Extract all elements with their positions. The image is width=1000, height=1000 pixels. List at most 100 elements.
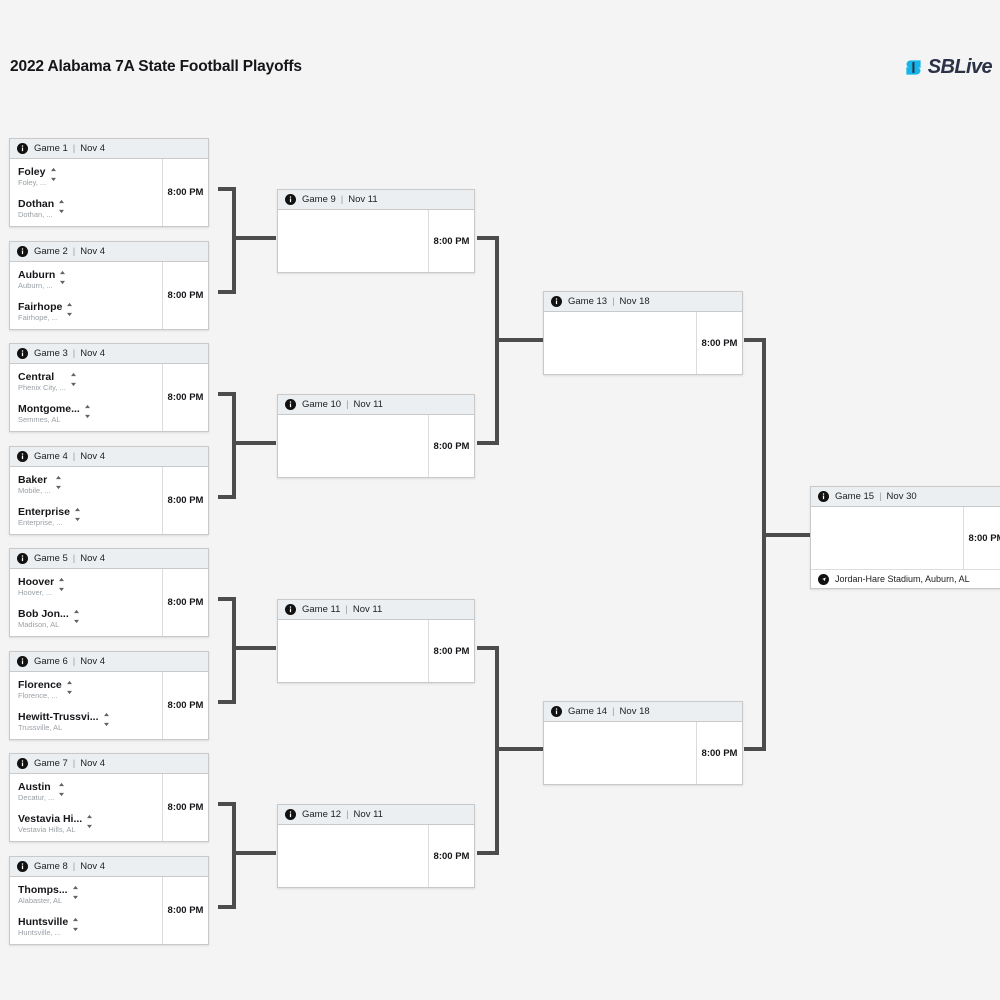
game-time-text: 8:00 PM bbox=[433, 850, 470, 862]
game-2-header: Game 2|Nov 4 bbox=[10, 242, 208, 262]
team-row[interactable]: Florence Florence, ... bbox=[18, 679, 156, 700]
team-row[interactable]: Auburn Auburn, ... bbox=[18, 269, 156, 290]
stepper-up-down-icon[interactable] bbox=[74, 507, 81, 522]
game-card-14[interactable]: Game 14|Nov 18 8:00 PM bbox=[543, 701, 743, 785]
header-separator: | bbox=[72, 348, 76, 359]
info-icon[interactable] bbox=[17, 758, 28, 769]
team-row[interactable]: Central Phenix City, ... bbox=[18, 371, 156, 392]
info-icon[interactable] bbox=[17, 246, 28, 257]
stepper-up-down-icon[interactable] bbox=[86, 814, 93, 829]
game-card-1[interactable]: Game 1|Nov 4 Foley Foley, ... Dothan Dot… bbox=[9, 138, 209, 227]
game-card-15[interactable]: Game 15|Nov 30 8:00 PM Jordan-Hare Stadi… bbox=[810, 486, 1000, 589]
stepper-up-down-icon[interactable] bbox=[72, 917, 79, 932]
game-11-teams bbox=[278, 620, 428, 682]
game-11-header: Game 11|Nov 11 bbox=[278, 600, 474, 620]
game-3-header: Game 3|Nov 4 bbox=[10, 344, 208, 364]
game-card-2[interactable]: Game 2|Nov 4 Auburn Auburn, ... Fairhope… bbox=[9, 241, 209, 330]
game-9-body: 8:00 PM bbox=[278, 210, 474, 272]
team-row[interactable]: Austin Decatur, ... bbox=[18, 781, 156, 802]
header-separator: | bbox=[340, 194, 344, 205]
connector-g1-h bbox=[218, 187, 236, 191]
info-icon[interactable] bbox=[17, 348, 28, 359]
game-card-4[interactable]: Game 4|Nov 4 Baker Mobile, ... Enterpris… bbox=[9, 446, 209, 535]
game-15-header: Game 15|Nov 30 bbox=[811, 487, 1000, 507]
game-card-7[interactable]: Game 7|Nov 4 Austin Decatur, ... Vestavi… bbox=[9, 753, 209, 842]
game-8-header: Game 8|Nov 4 bbox=[10, 857, 208, 877]
team-row[interactable]: Hoover Hoover, ... bbox=[18, 576, 156, 597]
info-icon[interactable] bbox=[17, 861, 28, 872]
game-15-venue: Jordan-Hare Stadium, Auburn, AL bbox=[811, 569, 1000, 588]
team-row[interactable]: Foley Foley, ... bbox=[18, 166, 156, 187]
team-row[interactable]: Hewitt-Trussvi... Trussville, AL bbox=[18, 711, 156, 732]
stepper-up-down-icon[interactable] bbox=[73, 609, 80, 624]
game-4-teams: Baker Mobile, ... Enterprise Enterprise,… bbox=[10, 467, 162, 534]
team-row[interactable]: Bob Jon... Madison, AL bbox=[18, 608, 156, 629]
game-time-text: 8:00 PM bbox=[167, 290, 204, 301]
game-12-date: Nov 11 bbox=[353, 809, 383, 820]
stepper-up-down-icon[interactable] bbox=[58, 199, 65, 214]
info-icon[interactable] bbox=[17, 143, 28, 154]
stepper-up-down-icon[interactable] bbox=[59, 270, 66, 285]
stepper-up-down-icon[interactable] bbox=[84, 404, 91, 419]
stepper-up-down-icon[interactable] bbox=[66, 302, 73, 317]
info-icon[interactable] bbox=[551, 706, 562, 717]
game-13-header: Game 13|Nov 18 bbox=[544, 292, 742, 312]
stepper-up-down-icon[interactable] bbox=[58, 782, 65, 797]
game-11-body: 8:00 PM bbox=[278, 620, 474, 682]
game-9-header: Game 9|Nov 11 bbox=[278, 190, 474, 210]
team-row[interactable]: Huntsville Huntsville, ... bbox=[18, 916, 156, 937]
game-5-teams: Hoover Hoover, ... Bob Jon... Madison, A… bbox=[10, 569, 162, 636]
team-row[interactable]: Dothan Dothan, ... bbox=[18, 198, 156, 219]
game-card-6[interactable]: Game 6|Nov 4 Florence Florence, ... Hewi… bbox=[9, 651, 209, 740]
game-time-text: 8:00 PM bbox=[968, 532, 1000, 544]
team-row[interactable]: Enterprise Enterprise, ... bbox=[18, 506, 156, 527]
team-row[interactable]: Thomps... Alabaster, AL bbox=[18, 884, 156, 905]
game-time-text: 8:00 PM bbox=[167, 187, 204, 198]
stepper-up-down-icon[interactable] bbox=[50, 167, 57, 182]
team-row[interactable]: Fairhope Fairhope, ... bbox=[18, 301, 156, 322]
connector-g4-h bbox=[218, 495, 236, 499]
header-separator: | bbox=[345, 604, 348, 615]
sblive-logo[interactable]: SBLive bbox=[904, 57, 993, 77]
info-icon[interactable] bbox=[285, 399, 296, 410]
team-location: Fairhope, ... bbox=[18, 313, 59, 322]
info-icon[interactable] bbox=[551, 296, 562, 307]
game-card-13[interactable]: Game 13|Nov 18 8:00 PM bbox=[543, 291, 743, 375]
game-6-teams: Florence Florence, ... Hewitt-Trussvi...… bbox=[10, 672, 162, 739]
game-10-teams bbox=[278, 415, 428, 477]
stepper-up-down-icon[interactable] bbox=[66, 680, 73, 695]
team-row[interactable]: Montgome... Semmes, AL bbox=[18, 403, 156, 424]
stepper-up-down-icon[interactable] bbox=[55, 475, 62, 490]
game-time-text: 8:00 PM bbox=[433, 235, 470, 247]
info-icon[interactable] bbox=[17, 451, 28, 462]
game-2-teams: Auburn Auburn, ... Fairhope Fairhope, ..… bbox=[10, 262, 162, 329]
info-icon[interactable] bbox=[285, 604, 296, 615]
connector-g13-out bbox=[495, 338, 543, 342]
connector-g5-h bbox=[218, 597, 236, 601]
stepper-up-down-icon[interactable] bbox=[70, 372, 77, 387]
team-row[interactable]: Vestavia Hi... Vestavia Hills, AL bbox=[18, 813, 156, 834]
stepper-up-down-icon[interactable] bbox=[58, 577, 65, 592]
game-card-9[interactable]: Game 9|Nov 11 8:00 PM bbox=[277, 189, 475, 273]
game-2-label: Game 2 bbox=[34, 246, 68, 257]
game-11-label: Game 11 bbox=[302, 604, 341, 615]
game-card-3[interactable]: Game 3|Nov 4 Central Phenix City, ... Mo… bbox=[9, 343, 209, 432]
game-card-12[interactable]: Game 12|Nov 11 8:00 PM bbox=[277, 804, 475, 888]
game-5-time: 8:00 PM bbox=[162, 569, 208, 636]
game-card-8[interactable]: Game 8|Nov 4 Thomps... Alabaster, AL Hun… bbox=[9, 856, 209, 945]
game-card-5[interactable]: Game 5|Nov 4 Hoover Hoover, ... Bob Jon.… bbox=[9, 548, 209, 637]
info-icon[interactable] bbox=[17, 553, 28, 564]
game-3-label: Game 3 bbox=[34, 348, 68, 359]
game-card-10[interactable]: Game 10|Nov 11 8:00 PM bbox=[277, 394, 475, 478]
game-time-text: 8:00 PM bbox=[701, 337, 738, 349]
team-row[interactable]: Baker Mobile, ... bbox=[18, 474, 156, 495]
stepper-up-down-icon[interactable] bbox=[103, 712, 110, 727]
info-icon[interactable] bbox=[285, 809, 296, 820]
info-icon[interactable] bbox=[17, 656, 28, 667]
game-card-11[interactable]: Game 11|Nov 11 8:00 PM bbox=[277, 599, 475, 683]
info-icon[interactable] bbox=[285, 194, 296, 205]
stepper-up-down-icon[interactable] bbox=[72, 885, 79, 900]
game-4-body: Baker Mobile, ... Enterprise Enterprise,… bbox=[10, 467, 208, 534]
info-icon[interactable] bbox=[818, 491, 829, 502]
